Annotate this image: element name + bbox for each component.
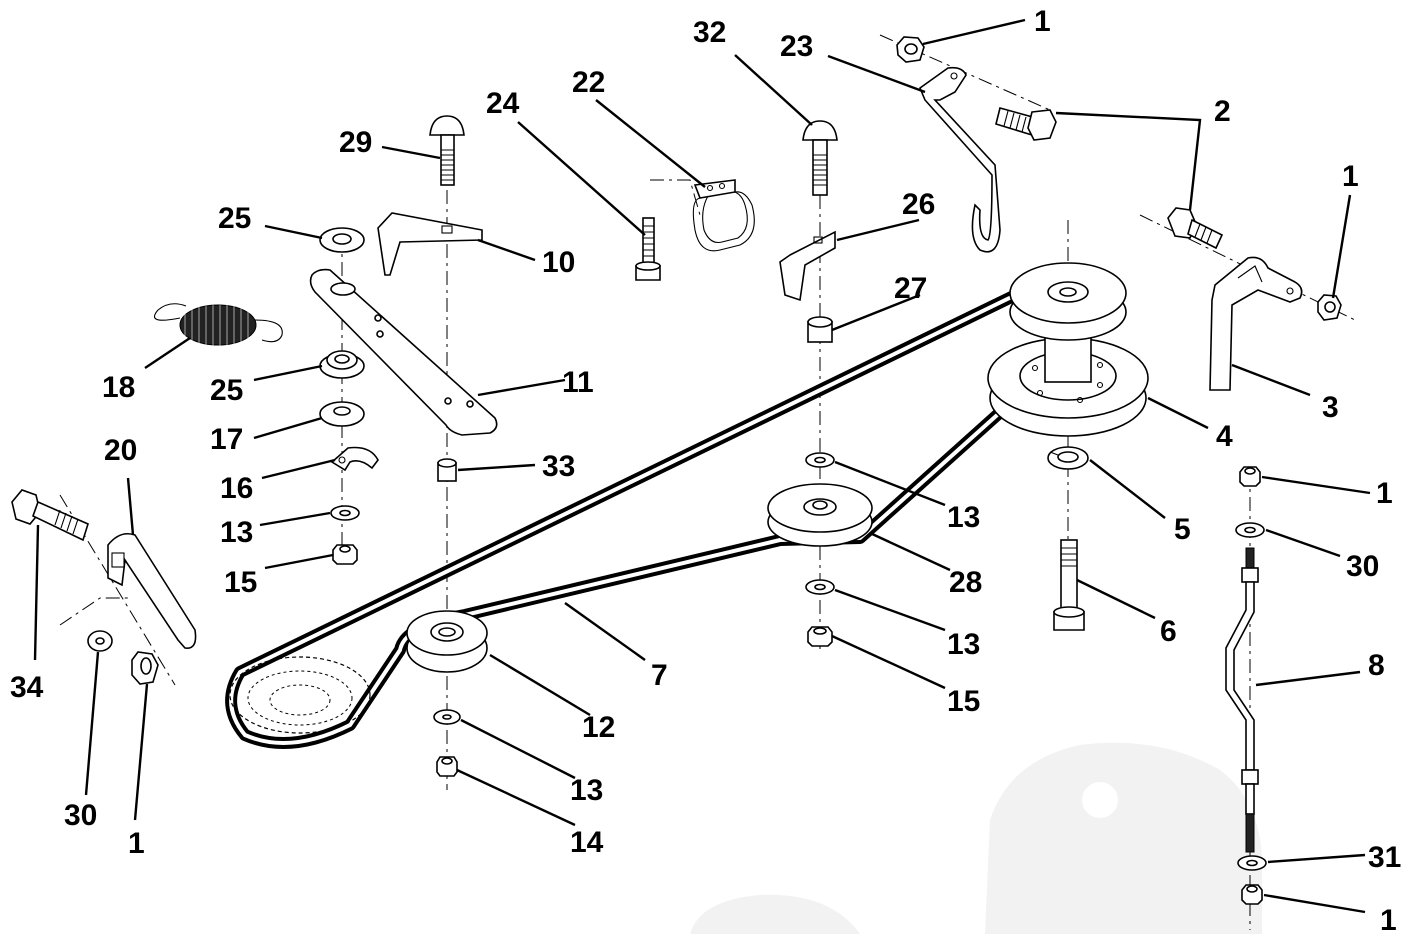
carriage-bolt-32	[802, 120, 838, 196]
shoulder-bolt-2-top	[995, 107, 1057, 141]
carriage-bolt-29	[429, 115, 465, 186]
double-pulley-4	[987, 262, 1149, 437]
nut-1-top	[896, 36, 925, 63]
bolt-6	[1053, 539, 1085, 631]
callout-2: 2	[1214, 95, 1231, 128]
nut-1-rod-top	[1239, 466, 1261, 487]
callout-15-left: 15	[224, 566, 257, 599]
nut-15-right	[807, 626, 833, 647]
spring-18	[153, 303, 283, 346]
callout-labels: 1 23 32 2 22 24 29 1 26 25 10 27 18 25 1…	[10, 5, 1401, 934]
nut-14	[436, 756, 458, 777]
callout-17: 17	[210, 423, 243, 456]
lever-3	[1209, 256, 1303, 391]
callout-25-top: 25	[218, 202, 251, 235]
washer-13-lower-right	[805, 579, 835, 595]
callout-30-rod: 30	[1346, 550, 1379, 583]
pulley-12	[406, 610, 488, 673]
callout-25-bottom: 25	[210, 374, 243, 407]
nut-15-left	[332, 544, 358, 565]
rod-8	[1225, 547, 1259, 853]
callout-7: 7	[651, 659, 668, 692]
callout-32: 32	[693, 16, 726, 49]
callout-4: 4	[1216, 420, 1233, 453]
spacer-27	[807, 316, 833, 343]
callout-14: 14	[570, 826, 604, 859]
shoulder-bolt-2-right	[1167, 207, 1224, 250]
pulley-28	[767, 483, 873, 547]
screw-24	[635, 217, 661, 281]
bracket-26	[779, 230, 836, 302]
callout-11: 11	[562, 366, 594, 399]
callout-34: 34	[10, 671, 44, 704]
watermark-logo	[690, 742, 1262, 934]
callout-15-right: 15	[947, 685, 980, 718]
callout-10: 10	[542, 246, 575, 279]
leader-lines	[33, 18, 1371, 914]
washer-30-left	[87, 630, 113, 652]
nut-1-rod-bottom	[1241, 884, 1263, 905]
callout-13-left: 13	[220, 516, 253, 549]
callout-33: 33	[542, 450, 575, 483]
callout-16: 16	[220, 472, 253, 505]
callout-24: 24	[486, 87, 520, 120]
washer-13-pulley-12	[433, 709, 461, 725]
callout-23: 23	[780, 30, 813, 63]
callout-8: 8	[1368, 649, 1385, 682]
callout-20: 20	[104, 434, 137, 467]
washer-13-left	[330, 505, 360, 521]
bracket-10	[377, 212, 483, 276]
washer-17	[319, 401, 365, 427]
idler-arm-11	[309, 268, 498, 436]
callout-1-left: 1	[128, 827, 145, 860]
callout-26: 26	[902, 188, 935, 221]
callout-1-right: 1	[1342, 160, 1359, 193]
shoulder-bolt-34	[11, 489, 89, 542]
washer-13-upper-right	[805, 452, 835, 468]
callout-13-lower-right: 13	[947, 628, 980, 661]
callout-29: 29	[339, 126, 372, 159]
callout-30-left: 30	[64, 799, 97, 832]
nut-1-right	[1317, 294, 1342, 321]
bushing-25-top	[319, 227, 365, 253]
callout-31: 31	[1368, 841, 1401, 874]
lever-23	[919, 66, 1001, 253]
callout-13-upper-right: 13	[947, 501, 980, 534]
clip-16	[330, 446, 379, 472]
washer-30-rod	[1235, 522, 1265, 538]
callout-13-pulley-12: 13	[570, 774, 603, 807]
callout-22: 22	[572, 66, 605, 99]
engine-pulley-dashed	[229, 656, 371, 734]
washer-31	[1237, 855, 1267, 871]
callout-12: 12	[582, 711, 615, 744]
callout-1-top: 1	[1034, 5, 1051, 38]
bushing-25-bottom	[319, 350, 365, 379]
callout-3: 3	[1322, 391, 1339, 424]
callout-6: 6	[1160, 615, 1177, 648]
callout-1-rod-bottom: 1	[1380, 904, 1397, 934]
spacer-33	[437, 458, 457, 482]
nut-1-left	[131, 651, 159, 685]
callout-18: 18	[102, 371, 135, 404]
callout-27: 27	[894, 272, 927, 305]
callout-1-rod-top: 1	[1376, 477, 1393, 510]
belt-guide-22	[692, 179, 755, 252]
arm-20	[107, 532, 197, 649]
callout-28: 28	[949, 566, 982, 599]
lock-washer-5	[1047, 446, 1089, 470]
callout-5: 5	[1174, 513, 1191, 546]
